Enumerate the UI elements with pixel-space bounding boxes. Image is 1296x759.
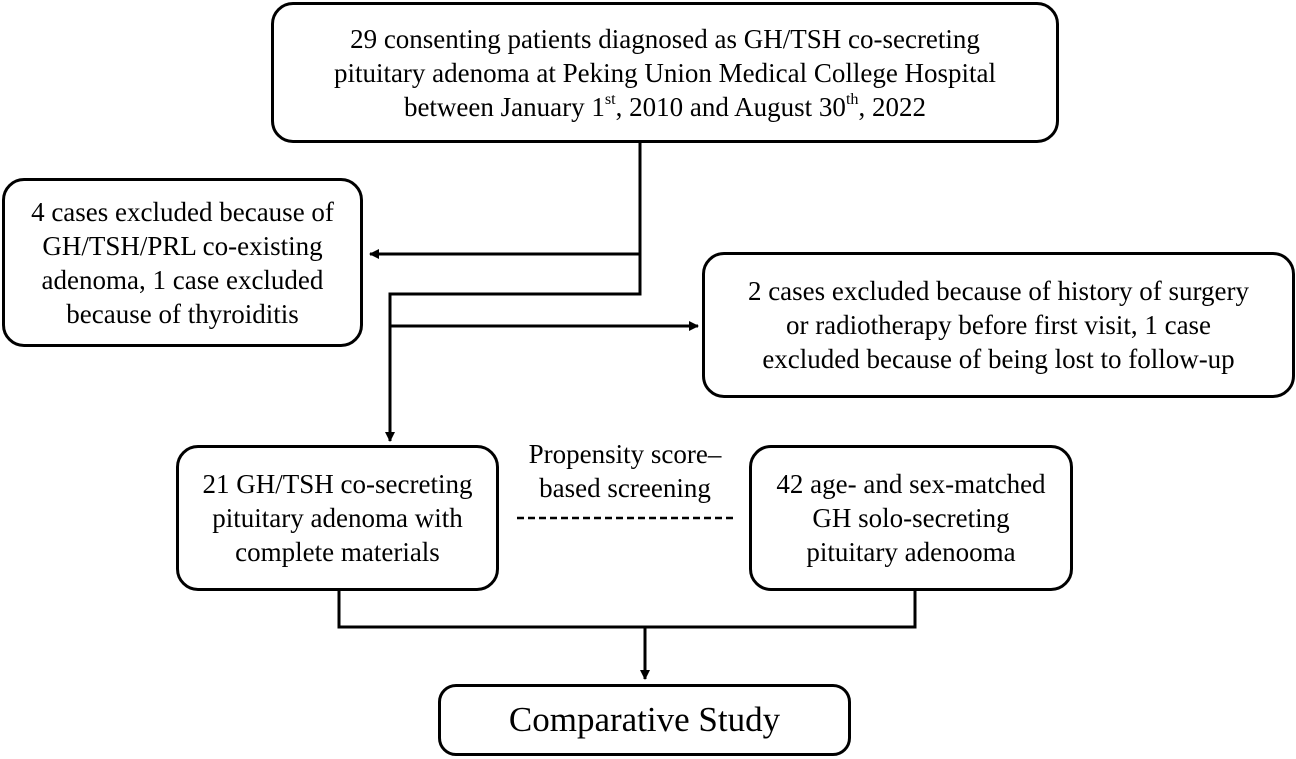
trunk-line-1 (388, 143, 642, 440)
enrollment-line-1: 29 consenting patients diagnosed as GH/T… (350, 23, 980, 54)
enrollment-line-3: between January 1st, 2010 and August 30t… (403, 89, 927, 122)
solo-line: pituitary adenooma (806, 537, 1016, 567)
cosecreting-group-box: 21 GH/TSH co-secreting pituitary adenoma… (176, 445, 499, 591)
merge-line (337, 591, 917, 629)
exclusion-box-left: 4 cases excluded because of GH/TSH/PRL c… (2, 178, 363, 347)
exclusion-left-line: 4 cases excluded because of (31, 196, 334, 227)
comparative-study-box: Comparative Study (438, 684, 851, 756)
enrollment-line-2: pituitary adenoma at Peking Union Medica… (333, 57, 997, 88)
cosecreting-line: complete materials (235, 537, 440, 567)
enrollment-box: 29 consenting patients diagnosed as GH/T… (271, 2, 1059, 143)
exclusion-right-line: excluded because of being lost to follow… (762, 344, 1235, 374)
exclusion-left-line: because of thyroiditis (66, 298, 299, 329)
solo-line: 42 age- and sex-matched (776, 469, 1046, 499)
matching-label-line: Propensity score– (528, 439, 722, 469)
cosecreting-line: 21 GH/TSH co-secreting (202, 469, 473, 499)
cosecreting-line: pituitary adenoma with (212, 503, 463, 533)
exclusion-right-line: 2 cases excluded because of history of s… (747, 276, 1250, 306)
matching-label-line: based screening (539, 473, 711, 503)
exclusion-left-line: GH/TSH/PRL co-existing (42, 230, 323, 261)
solo-secreting-group-box: 42 age- and sex-matched GH solo-secretin… (749, 445, 1073, 591)
solo-line: GH solo-secreting (812, 503, 1010, 533)
comparative-study-label: Comparative Study (508, 700, 781, 739)
exclusion-right-line: or radiotherapy before first visit, 1 ca… (785, 310, 1212, 340)
exclusion-left-line: adenoma, 1 case excluded (41, 264, 324, 295)
matching-label: Propensity score– based screening (505, 437, 745, 505)
exclusion-box-right: 2 cases excluded because of history of s… (702, 252, 1295, 398)
